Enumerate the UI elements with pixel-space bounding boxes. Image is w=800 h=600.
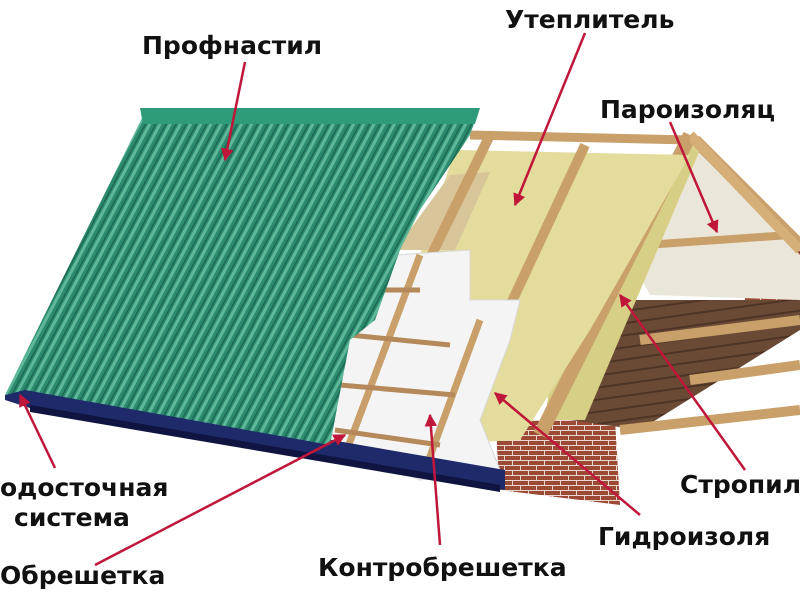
batten-4 xyxy=(334,427,441,448)
gutter-shadow xyxy=(30,405,500,492)
label-obreshetka: Обрешетка xyxy=(0,561,166,590)
collar-tie xyxy=(644,231,791,249)
label-vodostochnaya-line1: одосточная xyxy=(0,473,169,502)
floor-beam-1 xyxy=(639,315,800,345)
arrow-gidroizolyatsiya xyxy=(494,392,641,516)
label-uteplitel: Утеплитель xyxy=(505,5,675,34)
brick-wall-front xyxy=(495,420,620,505)
gutter-system xyxy=(5,388,505,490)
arrow-obreshetka xyxy=(94,433,347,567)
label-profnastil: Профнастил xyxy=(142,31,323,60)
label-stropila: Стропил xyxy=(680,470,800,499)
arrow-profnastil xyxy=(221,61,247,162)
arrow-vodostochnaya xyxy=(18,393,57,469)
arrow-uteplitel xyxy=(513,32,587,207)
label-paroizolyatsiya: Пароизоляц xyxy=(600,95,775,124)
front-rafter-top xyxy=(686,131,800,254)
label-kontrobreshetka: Контробрешетка xyxy=(318,553,567,582)
label-gidroizolyatsiya: Гидроизоля xyxy=(598,522,771,551)
roof-ridge-cap xyxy=(140,108,480,124)
arrow-paroizolyatsiya xyxy=(668,121,719,234)
arrow-kontrobreshetka xyxy=(424,413,442,546)
metal-roof-sheet xyxy=(5,112,478,445)
batten-2 xyxy=(349,332,451,348)
label-vodostochnaya-line2: система xyxy=(14,503,130,532)
ridge-beam xyxy=(469,130,691,145)
batten-3 xyxy=(339,382,456,398)
arrow-stropila xyxy=(618,293,747,471)
floor-beam-3 xyxy=(689,360,800,385)
